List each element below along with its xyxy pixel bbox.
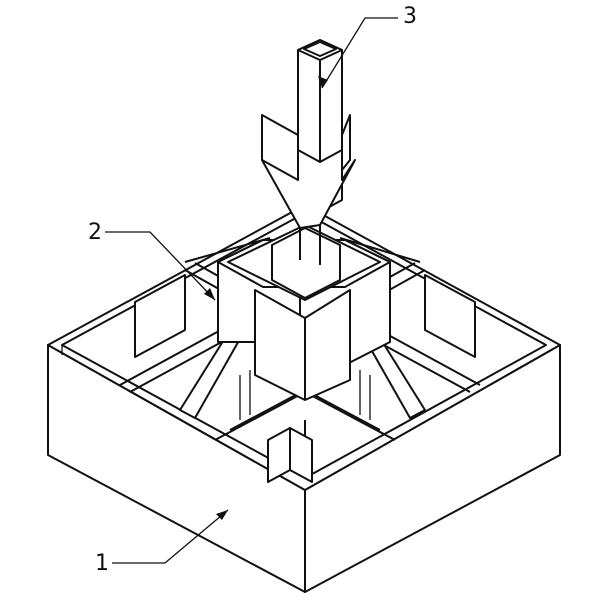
leader-lines bbox=[105, 17, 398, 564]
label-base-frame: 1 bbox=[95, 551, 109, 576]
label-column: 3 bbox=[403, 4, 417, 29]
central-sleeve bbox=[217, 224, 391, 401]
label-support-gusset: 2 bbox=[88, 220, 102, 245]
column-with-arrows bbox=[261, 39, 356, 265]
